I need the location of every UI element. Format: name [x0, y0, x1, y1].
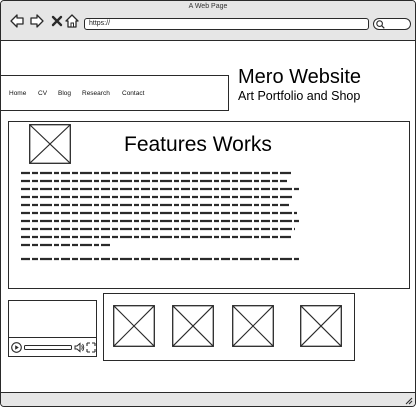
- fullscreen-icon[interactable]: [86, 342, 96, 353]
- video-player[interactable]: [8, 300, 97, 357]
- forward-button[interactable]: [30, 13, 44, 29]
- features-title: Features Works: [124, 133, 272, 156]
- stop-button[interactable]: [50, 13, 64, 29]
- menu-item-cv[interactable]: CV: [38, 90, 48, 97]
- video-controls: [9, 337, 96, 357]
- browser-titlebar: A Web Page https://: [1, 1, 415, 41]
- home-icon: [65, 14, 79, 28]
- image-placeholder-icon[interactable]: [300, 305, 342, 347]
- window-title: A Web Page: [188, 3, 228, 10]
- home-button[interactable]: [65, 13, 79, 29]
- status-bar: [1, 392, 415, 406]
- resize-grip-icon[interactable]: [403, 395, 413, 405]
- search-input[interactable]: [373, 18, 411, 30]
- magnifier-icon: [376, 20, 385, 29]
- arrow-right-icon: [30, 14, 44, 28]
- arrow-left-icon: [10, 14, 24, 28]
- menu-item-home[interactable]: Home: [9, 90, 27, 97]
- features-panel: Features Works: [8, 121, 410, 289]
- image-placeholder-icon[interactable]: [232, 305, 274, 347]
- site-title: Mero Website: [238, 66, 362, 88]
- menu-item-research[interactable]: Research: [82, 90, 110, 97]
- video-progress-bar[interactable]: [24, 345, 72, 350]
- play-icon[interactable]: [11, 342, 22, 353]
- site-subtitle: Art Portfolio and Shop: [238, 89, 361, 103]
- back-button[interactable]: [10, 13, 24, 29]
- gallery-panel: [103, 293, 355, 361]
- image-placeholder-icon[interactable]: [172, 305, 214, 347]
- menu-item-contact[interactable]: Contact: [122, 90, 145, 97]
- nav-menu: Home CV Blog Research Contact: [1, 75, 229, 111]
- image-placeholder-icon[interactable]: [113, 305, 155, 347]
- url-input[interactable]: https://: [84, 18, 369, 30]
- volume-icon[interactable]: [74, 342, 85, 353]
- x-icon: [51, 15, 63, 27]
- placeholder-text-scribble: [21, 171, 301, 261]
- image-placeholder-icon: [29, 124, 71, 164]
- menu-item-blog[interactable]: Blog: [58, 90, 72, 97]
